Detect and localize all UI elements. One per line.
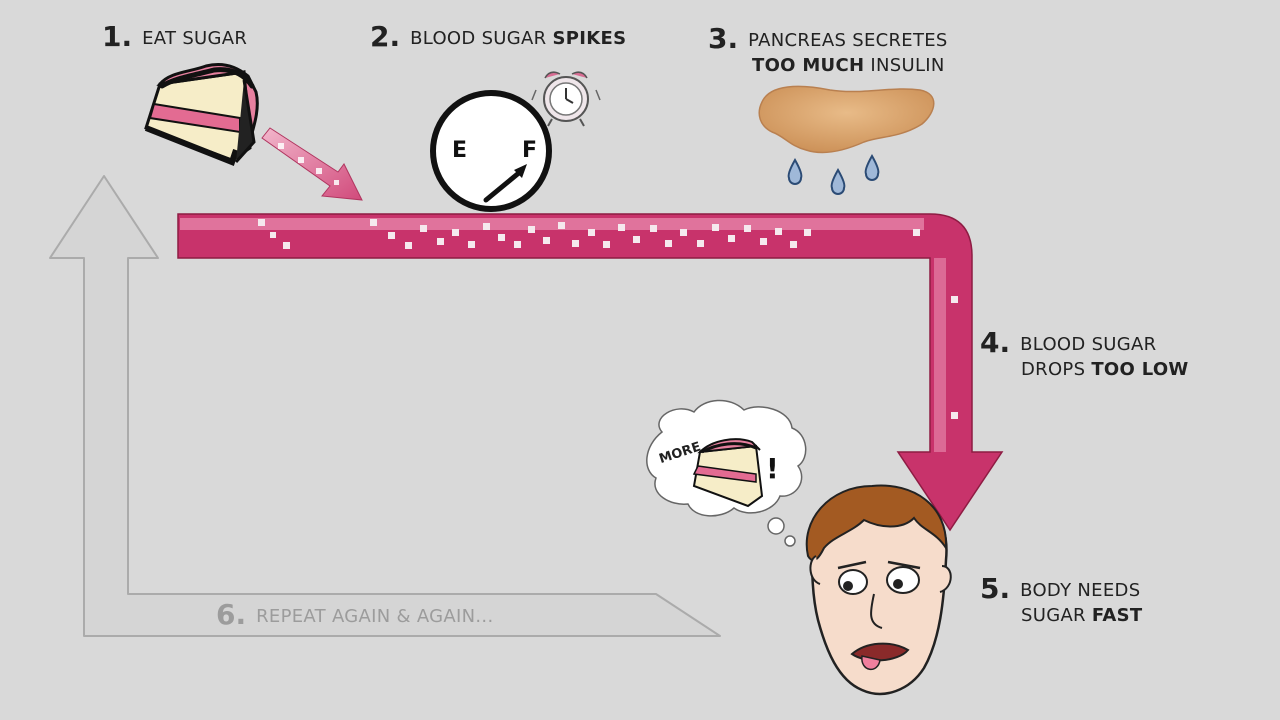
- worried-face-icon: [805, 484, 952, 696]
- gauge-empty-label: E: [452, 138, 467, 163]
- step-1-number: 1.: [102, 20, 133, 53]
- step-5-label: 5. BODY NEEDS SUGAR FAST: [980, 575, 1143, 628]
- step-3-number: 3.: [708, 22, 739, 55]
- step-2-number: 2.: [370, 20, 401, 53]
- alarm-clock-icon: [531, 71, 601, 127]
- step-6-number: 6.: [216, 598, 247, 631]
- blood-sugar-pipe: [177, 213, 1004, 532]
- step-5-text: BODY NEEDS: [1020, 580, 1141, 601]
- step-4-number: 4.: [980, 326, 1011, 359]
- step-1-label: 1. EAT SUGAR: [102, 23, 248, 51]
- fuel-gauge-icon: E F: [430, 90, 552, 212]
- step-5-emphasis: FAST: [1091, 605, 1143, 626]
- return-arrow: [49, 175, 721, 637]
- step-4-text-2: DROPS: [1021, 359, 1092, 380]
- pancreas-icon: [758, 85, 935, 154]
- step-6-label: 6. REPEAT AGAIN & AGAIN...: [216, 601, 494, 629]
- step-3-text: PANCREAS SECRETES: [748, 30, 948, 51]
- step-5-text-2: SUGAR: [1021, 605, 1092, 626]
- thought-cake-icon: [692, 438, 764, 508]
- sugar-input-arrow: [261, 127, 363, 201]
- step-2-text: BLOOD SUGAR: [410, 28, 553, 49]
- step-2-label: 2. BLOOD SUGAR SPIKES: [370, 23, 627, 51]
- step-5-number: 5.: [980, 572, 1011, 605]
- step-6-text: REPEAT AGAIN & AGAIN...: [256, 606, 494, 627]
- sugar-particles: [258, 219, 958, 419]
- step-3-text-2: INSULIN: [864, 55, 945, 76]
- step-3-emphasis: TOO MUCH: [752, 55, 865, 76]
- cake-icon: [144, 62, 259, 166]
- thought-bubble-icon: MORE !: [646, 399, 807, 547]
- thought-exclaim: !: [766, 452, 779, 485]
- step-2-emphasis: SPIKES: [552, 28, 627, 49]
- step-4-label: 4. BLOOD SUGAR DROPS TOO LOW: [980, 329, 1189, 382]
- step-4-text: BLOOD SUGAR: [1020, 334, 1157, 355]
- gauge-full-label: F: [522, 138, 537, 163]
- insulin-drop-icon: [787, 153, 880, 195]
- step-3-label: 3. PANCREAS SECRETES TOO MUCH INSULIN: [708, 25, 948, 78]
- step-4-emphasis: TOO LOW: [1091, 359, 1189, 380]
- step-1-text: EAT SUGAR: [142, 28, 248, 49]
